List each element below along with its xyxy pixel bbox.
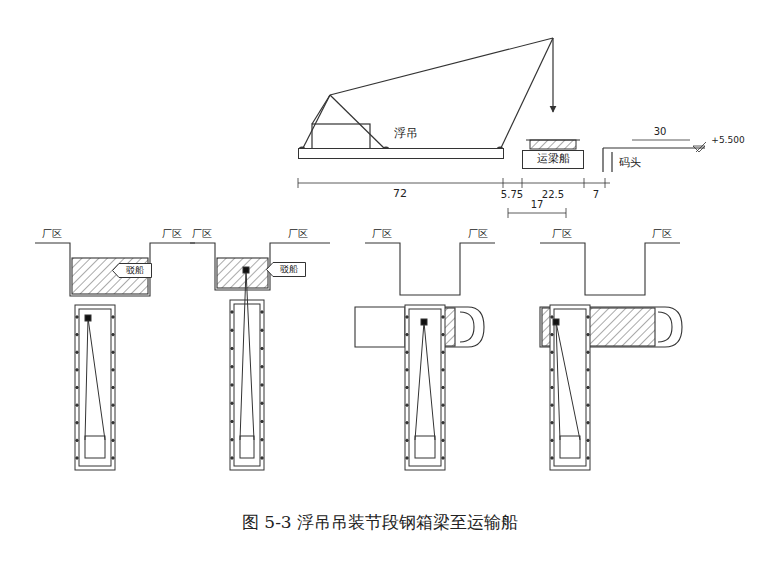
area-label: 厂区 [372, 228, 392, 239]
node-label: 运梁船 [537, 153, 570, 165]
crane-plan [75, 267, 590, 470]
area-label: 厂区 [288, 228, 308, 239]
transport-ship: 运梁船 [522, 150, 584, 169]
area-label: 厂区 [552, 228, 572, 239]
dimension-label: 22.5 [542, 189, 564, 200]
dimension-label: 5.75 [501, 189, 523, 200]
dimension-label: +5.500 [711, 136, 744, 146]
dimension-label: 7 [593, 189, 599, 200]
area-label: 厂区 [468, 228, 488, 239]
barge-arrow: 驳船 [266, 262, 306, 277]
area-label: 厂区 [192, 228, 212, 239]
floating-crane-barge: 浮吊 [298, 148, 504, 159]
dimension-label: 17 [531, 199, 544, 210]
floating-crane [299, 38, 553, 153]
elevation-mark [693, 146, 705, 152]
dimension-label: 30 [654, 126, 667, 137]
barge-arrow: 驳船 [112, 263, 152, 278]
dimension-lines [298, 178, 610, 218]
steel-box-girder [526, 140, 580, 149]
area-label: 厂区 [42, 228, 62, 239]
wharf-label: 码头 [619, 157, 641, 169]
area-label: 厂区 [162, 228, 182, 239]
area-label: 厂区 [652, 228, 672, 239]
node-label: 驳船 [280, 265, 298, 275]
wharf [603, 140, 706, 172]
node-label: 浮吊 [394, 127, 418, 140]
figure-caption: 图 5-3 浮吊吊装节段钢箱梁至运输船 [242, 513, 518, 532]
node-label: 驳船 [126, 266, 144, 276]
dimension-label: 72 [393, 188, 407, 200]
